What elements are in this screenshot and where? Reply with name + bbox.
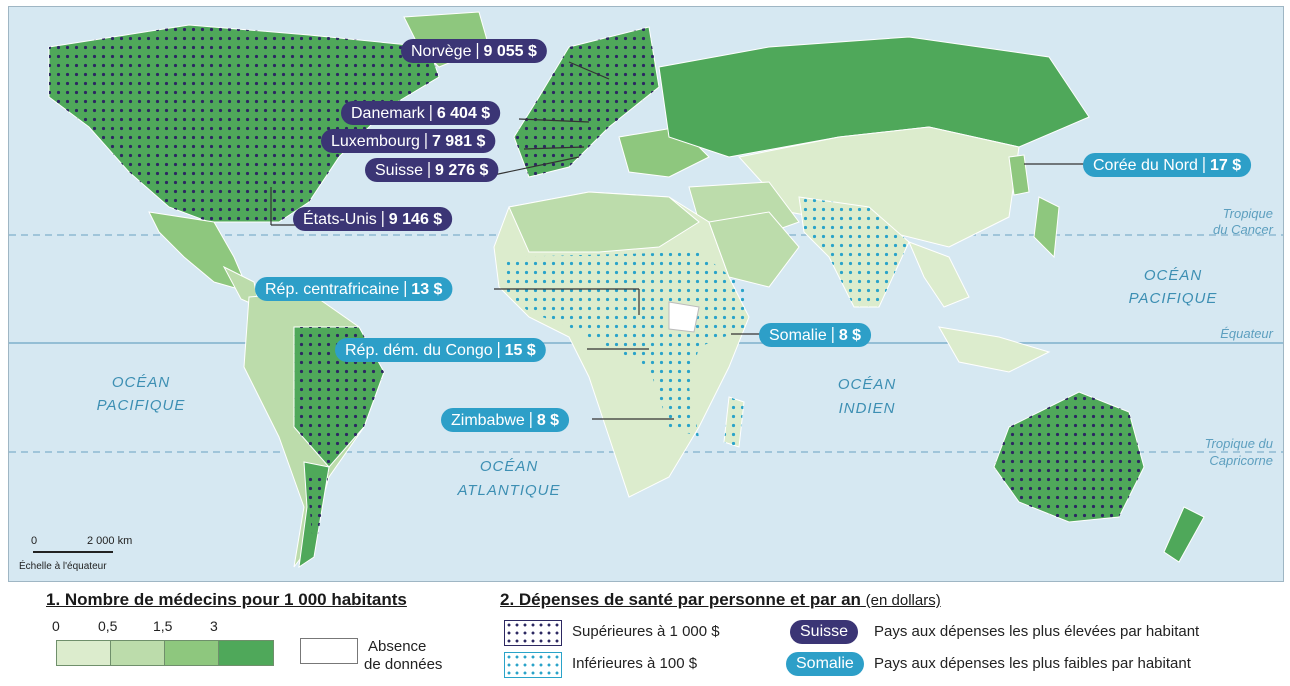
- callout-low-3: Somalie 8 $: [759, 323, 872, 347]
- callout-high-2: Danemark 6 404 $: [341, 101, 501, 125]
- callout-high-5-bg: [293, 207, 453, 231]
- world-map: OCÉAN PACIFIQUE OCÉAN PACIFIQUE OCÉAN IN…: [8, 6, 1284, 582]
- scale-caption: Échelle à l'équateur: [19, 559, 107, 572]
- callout-low-1: Corée du Nord 17 $: [1083, 153, 1252, 177]
- legend-tick-2: 1,5: [153, 618, 173, 634]
- legend-above-label: Supérieures à 1 000 $: [572, 623, 720, 640]
- legend-spending-title-text: 2. Dépenses de santé par personne et par…: [500, 590, 861, 609]
- legend-nodata-swatch: [300, 638, 358, 664]
- callout-low-3-value: 8 $: [839, 327, 861, 344]
- south-america-region: [243, 291, 385, 569]
- tropic-capricorn-label-1: Tropique du: [1205, 436, 1273, 451]
- callout-high-3-bg: [321, 129, 496, 153]
- callout-high-5: États-Unis 9 146 $: [293, 207, 453, 231]
- callout-low-3-bg: [759, 323, 872, 347]
- callout-low-3-country: Somalie: [769, 327, 827, 344]
- ocean-atlantique-line2: ATLANTIQUE: [456, 482, 560, 499]
- callout-leaders: [270, 61, 1094, 420]
- callout-low-1-bg: [1083, 153, 1252, 177]
- ocean-indien-line2: INDIEN: [839, 400, 896, 417]
- callout-low-5: Zimbabwe 8 $: [441, 408, 570, 432]
- callout-low-1-value: 17 $: [1210, 157, 1241, 174]
- callout-high-4-bg: [365, 158, 499, 182]
- tropic-capricorn-label-2: Capricorne: [1209, 453, 1273, 468]
- legend-low-pill: Somalie: [786, 652, 864, 676]
- callout-low-2: Rép. centrafricaine 13 $: [255, 277, 453, 301]
- callout-high-5-country: États-Unis: [303, 209, 377, 228]
- callout-low-4-value: 15 $: [505, 342, 536, 359]
- callout-high-4-value: 9 276 $: [435, 162, 488, 179]
- legend-spending-unit: (en dollars): [865, 592, 941, 609]
- callout-high-2-country: Danemark: [351, 105, 426, 122]
- ocean-pacifique-east-line2: PACIFIQUE: [1129, 290, 1218, 307]
- callout-low-2-value: 13 $: [411, 281, 442, 298]
- ocean-pacifique-west-line2: PACIFIQUE: [97, 397, 186, 414]
- ocean-pacifique-east-line1: OCÉAN: [1144, 267, 1202, 284]
- callout-high-4-country: Suisse: [375, 162, 423, 179]
- legend-high-text: Pays aux dépenses les plus élevées par h…: [874, 623, 1200, 640]
- map-canvas: OCÉAN PACIFIQUE OCÉAN PACIFIQUE OCÉAN IN…: [9, 11, 1283, 572]
- callout-low-4-country: Rép. dém. du Congo: [345, 342, 493, 359]
- legend-below-label: Inférieures à 100 $: [572, 655, 698, 672]
- legend-high-pill: Suisse: [790, 620, 859, 644]
- callout-layer: Norvège 9 055 $ Danemark 6 404 $ Luxembourg 7…: [255, 39, 1252, 432]
- legend: 1. Nombre de médecins pour 1 000 habitan…: [8, 582, 1282, 682]
- tropic-cancer-label-2: du Cancer: [1213, 222, 1274, 237]
- scale-bar: 0 2 000 km Échelle à l'équateur: [19, 535, 132, 572]
- oceania-region: [993, 391, 1205, 563]
- equator-label: Équateur: [1220, 326, 1273, 341]
- ocean-indien-line1: OCÉAN: [838, 376, 896, 393]
- scale-distance: 2 000 km: [87, 535, 132, 547]
- callout-low-5-value: 8 $: [537, 412, 559, 429]
- callout-high-4: Suisse 9 276 $: [365, 158, 499, 182]
- legend-swatch-class-1: [56, 640, 112, 666]
- callout-low-5-bg: [441, 408, 570, 432]
- legend-doctors-title: 1. Nombre de médecins pour 1 000 habitan…: [46, 590, 407, 609]
- callout-high-2-value: 6 404 $: [437, 105, 490, 122]
- middle-east-region: [708, 211, 800, 288]
- legend-nodata-line1: Absence: [368, 638, 427, 655]
- callout-low-5-country: Zimbabwe: [451, 412, 525, 429]
- callout-high-1-value: 9 055 $: [483, 43, 536, 60]
- legend-low-text: Pays aux dépenses les plus faibles par h…: [874, 655, 1191, 672]
- callout-low-4-bg: [335, 338, 546, 362]
- africa-region: [493, 191, 750, 498]
- callout-high-5-value: 9 146 $: [389, 211, 442, 228]
- callout-low-1-country: Corée du Nord: [1093, 157, 1198, 174]
- legend-tick-0: 0: [52, 618, 60, 634]
- legend-swatch-high-dots: [504, 620, 562, 646]
- tropic-cancer-label-1: Tropique: [1223, 206, 1273, 221]
- legend-spending-title: 2. Dépenses de santé par personne et par…: [500, 590, 941, 610]
- legend-swatch-low-dots: [504, 652, 562, 678]
- legend-nodata-line2: de données: [364, 656, 443, 673]
- legend-swatch-class-2: [110, 640, 166, 666]
- callout-high-1-country: Norvège: [411, 43, 472, 60]
- legend-swatch-class-3: [164, 640, 220, 666]
- scale-zero: 0: [31, 535, 37, 547]
- callout-low-2-bg: [255, 277, 453, 301]
- callout-high-1: Norvège 9 055 $: [401, 39, 547, 63]
- legend-tick-3: 3: [210, 618, 218, 634]
- ocean-pacifique-west-line1: OCÉAN: [112, 374, 170, 391]
- callout-high-1-bg: [401, 39, 547, 63]
- callout-low-2-country: Rép. centrafricaine: [265, 281, 399, 298]
- callout-high-3-country: Luxembourg: [331, 133, 420, 150]
- callout-high-3: Luxembourg 7 981 $: [321, 129, 496, 153]
- no-data-area: [668, 301, 700, 333]
- callout-high-2-bg: [341, 101, 501, 125]
- callout-high-3-value: 7 981 $: [432, 133, 485, 150]
- ocean-atlantique-line1: OCÉAN: [480, 458, 538, 475]
- legend-swatch-class-4: [218, 640, 274, 666]
- legend-tick-1: 0,5: [98, 618, 118, 634]
- callout-low-4: Rép. dém. du Congo 15 $: [335, 338, 546, 362]
